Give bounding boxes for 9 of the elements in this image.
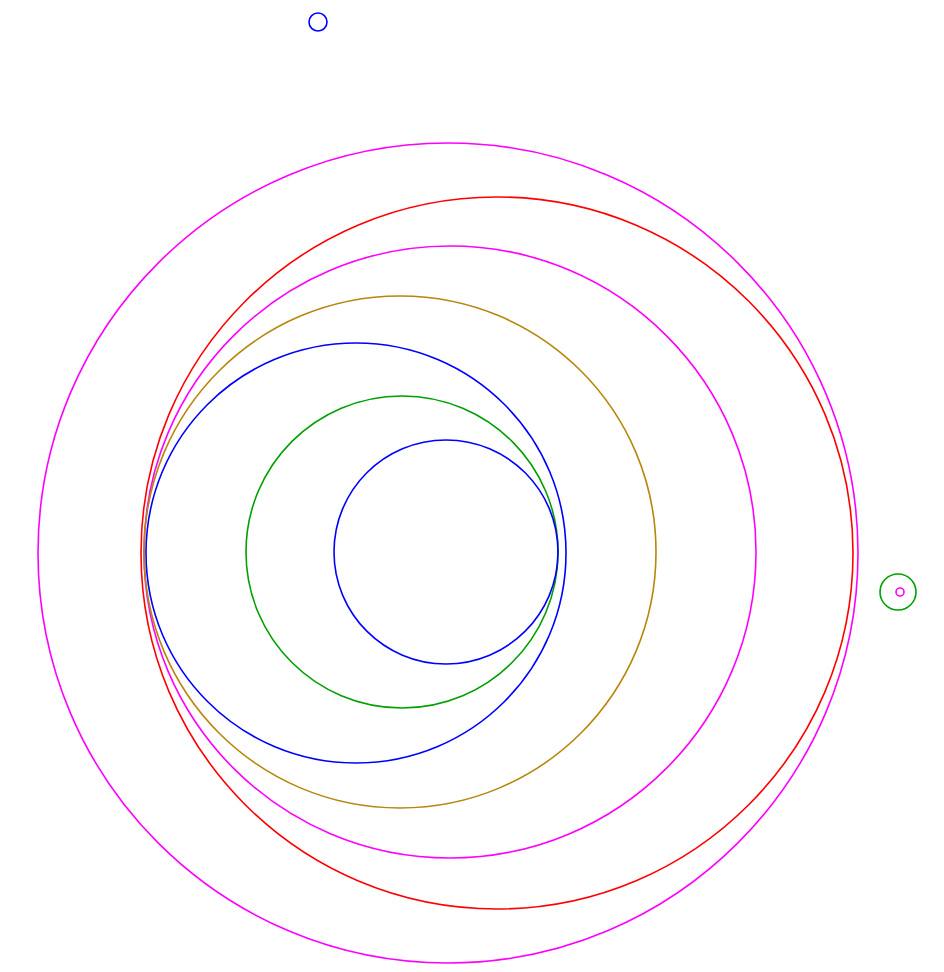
circle [245,395,559,709]
circle [143,245,757,859]
circle [37,142,859,964]
circle [308,12,328,32]
circle [333,439,559,665]
circle [140,196,854,910]
circle [143,295,657,809]
circle [879,573,917,611]
circle [145,342,567,764]
